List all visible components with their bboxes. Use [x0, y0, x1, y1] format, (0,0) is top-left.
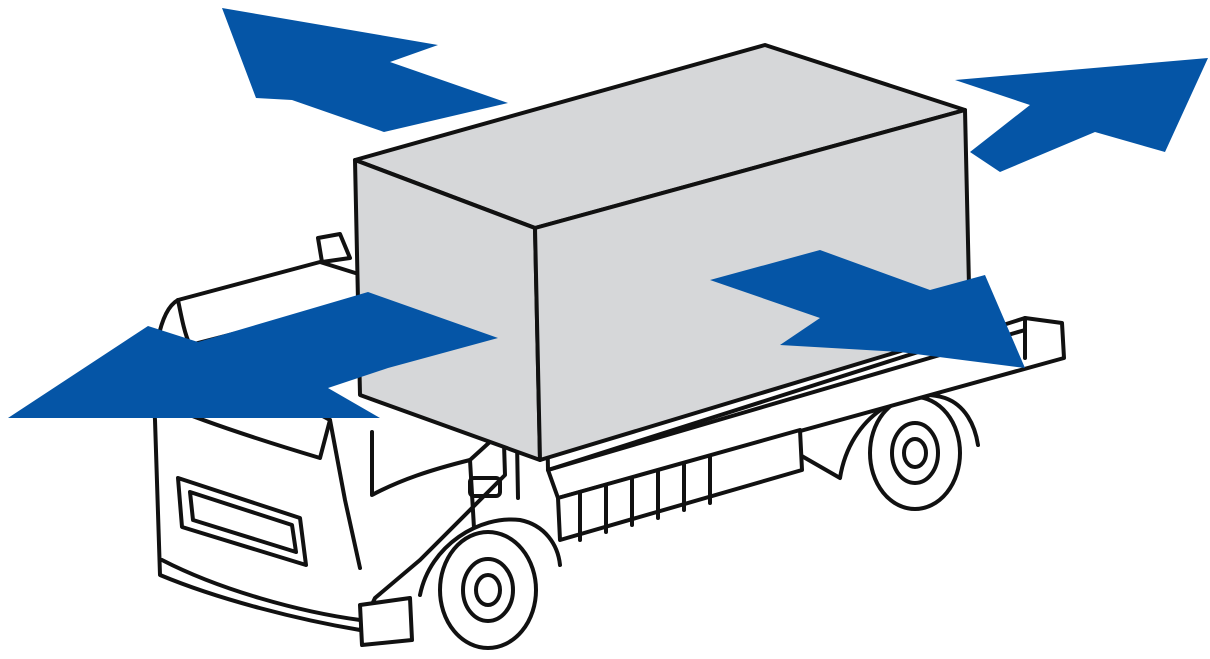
arrow-rear-right [955, 58, 1208, 172]
arrow-forward-left [222, 8, 508, 132]
front-tire [440, 532, 536, 648]
cabin-roof-deflector [318, 234, 350, 262]
rear-tire [870, 397, 960, 509]
front-step [360, 598, 412, 645]
